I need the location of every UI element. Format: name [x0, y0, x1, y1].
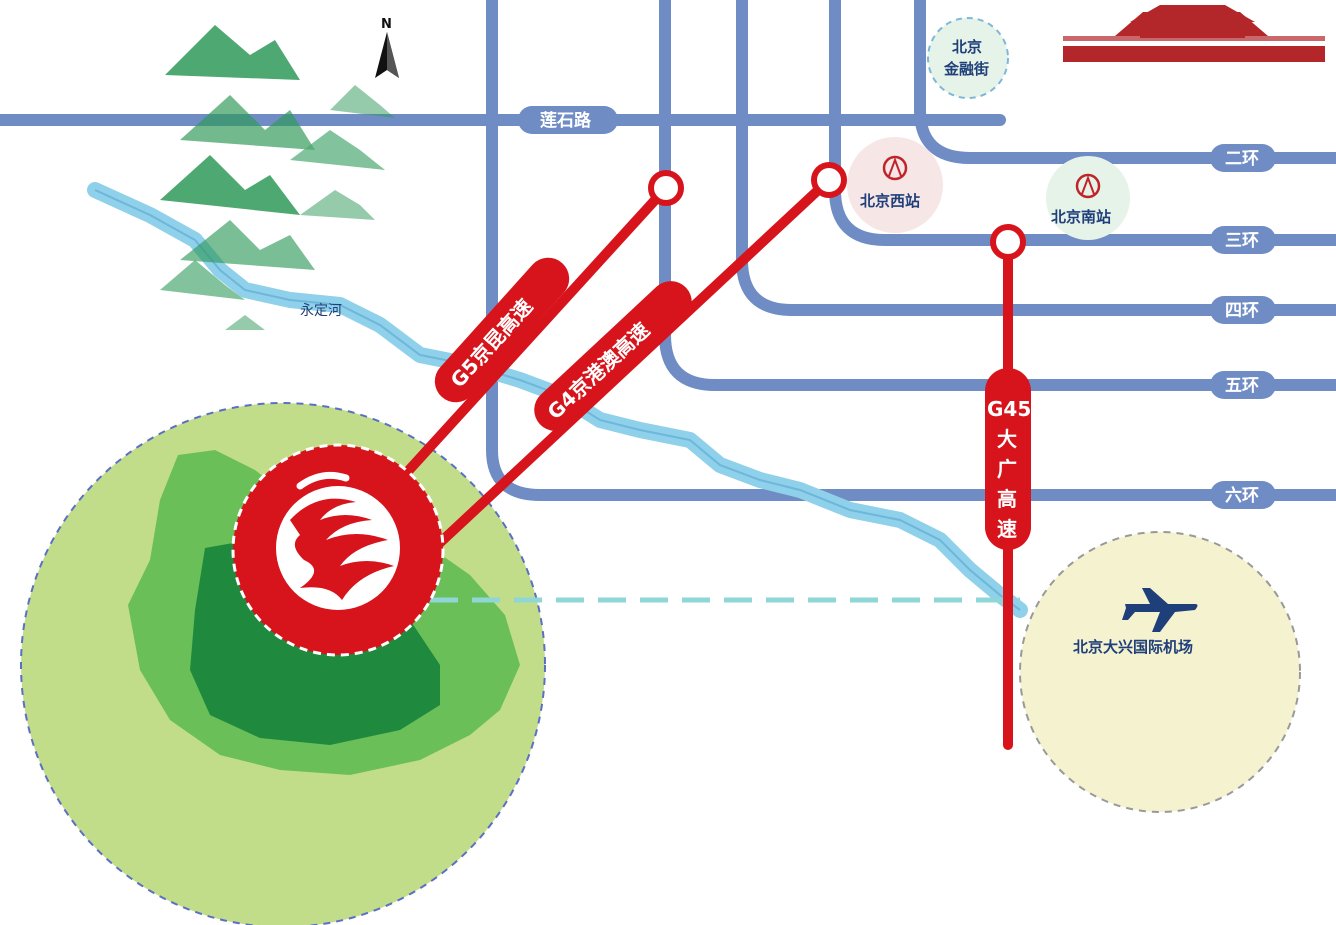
west-station-poi: 北京西站 — [847, 137, 943, 233]
ring3-label: 三环 — [1225, 231, 1259, 251]
g4-label: G4京港澳高速 — [543, 318, 655, 424]
south-station-label: 北京南站 — [1051, 208, 1111, 226]
ring5-label: 五环 — [1225, 376, 1259, 396]
finance-street-poi: 北京 金融街 — [927, 17, 1009, 99]
ring4-label: 四环 — [1225, 301, 1259, 321]
logo-icon — [231, 443, 445, 657]
airport-zone — [1019, 531, 1301, 813]
road-labels: 莲石路 二环 三环 四环 五环 六环 — [518, 106, 1276, 509]
g4-start-node — [811, 162, 847, 198]
west-station-label: 北京西站 — [860, 192, 920, 210]
tiananmen-icon — [1063, 5, 1325, 62]
g45-char-4: 速 — [997, 517, 1017, 541]
ring2-label: 二环 — [1225, 149, 1259, 169]
g5-start-node — [648, 170, 684, 206]
airplane-icon — [1122, 588, 1198, 632]
g45-code: G45 — [987, 397, 1031, 421]
north-arrow-icon: N — [375, 17, 399, 78]
g45-char-2: 广 — [997, 457, 1017, 481]
ring6-label: 六环 — [1225, 485, 1259, 506]
lianshi-label: 莲石路 — [540, 110, 592, 131]
south-station-poi: 北京南站 — [1046, 156, 1130, 240]
airport-label: 北京大兴国际机场 — [1073, 638, 1193, 656]
finance-label-2: 金融街 — [943, 60, 989, 78]
g45-start-node — [990, 224, 1026, 260]
station-icon — [882, 155, 908, 181]
g45-char-3: 高 — [997, 487, 1017, 511]
g45-char-1: 大 — [997, 427, 1017, 451]
highways: G5京昆高速 G4京港澳高速 G45 大 广 高 速 — [333, 162, 1031, 750]
finance-label-1: 北京 — [952, 38, 982, 56]
river-label: 永定河 — [300, 303, 342, 319]
ring2-road — [914, 0, 1336, 164]
mountain-icon — [160, 25, 395, 330]
station-icon — [1075, 173, 1101, 199]
north-label: N — [381, 17, 392, 32]
